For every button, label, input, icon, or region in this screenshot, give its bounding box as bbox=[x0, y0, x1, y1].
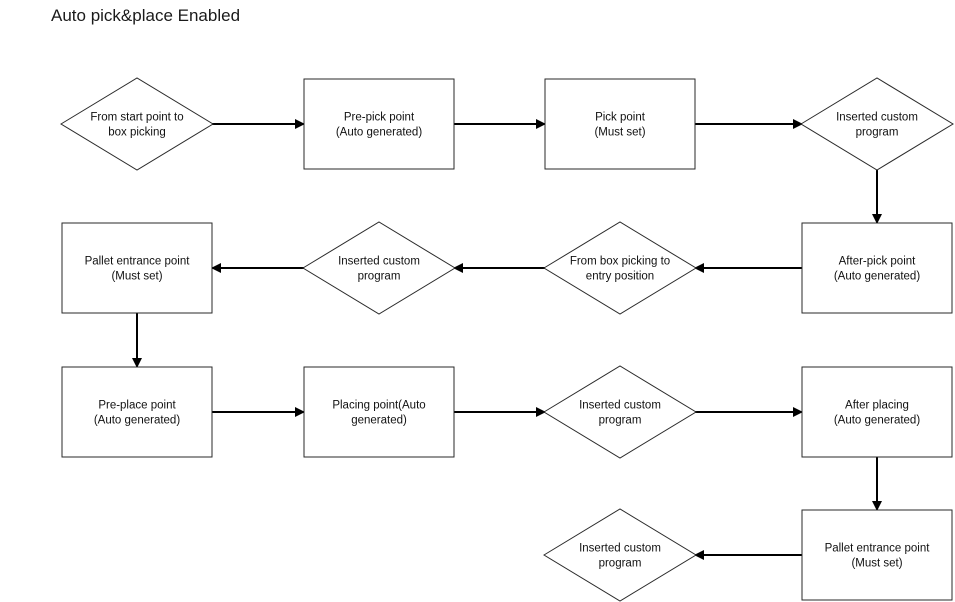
node-label-line: program bbox=[599, 415, 642, 427]
process-box bbox=[61, 222, 213, 314]
flow-node-n6: From box picking to entry position bbox=[543, 221, 697, 315]
node-label-line: After-pick point bbox=[839, 256, 917, 268]
process-box bbox=[303, 78, 455, 170]
flow-node-n9: Pre-place point (Auto generated) bbox=[61, 366, 213, 458]
flow-node-n8: Pallet entrance point (Must set) bbox=[61, 222, 213, 314]
process-box bbox=[801, 509, 953, 601]
flow-node-n13: Pallet entrance point (Must set) bbox=[801, 509, 953, 601]
flow-node-n4: Inserted custom program bbox=[800, 77, 954, 171]
node-label-line: (Must set) bbox=[111, 271, 162, 283]
flow-node-n11: Inserted custom program bbox=[543, 365, 697, 459]
node-label-line: Inserted custom bbox=[579, 400, 661, 412]
decision-diamond bbox=[543, 508, 697, 602]
diagram-title: Auto pick&place Enabled bbox=[51, 6, 241, 25]
node-label-line: generated) bbox=[351, 415, 407, 427]
decision-diamond bbox=[60, 77, 214, 171]
node-label-line: After placing bbox=[845, 400, 909, 412]
decision-diamond bbox=[543, 221, 697, 315]
node-label-line: Pallet entrance point bbox=[85, 256, 191, 268]
node-label-line: (Auto generated) bbox=[94, 415, 180, 427]
decision-diamond bbox=[800, 77, 954, 171]
flow-node-n14: Inserted custom program bbox=[543, 508, 697, 602]
node-label-line: box picking bbox=[108, 127, 166, 139]
node-label-line: From box picking to bbox=[570, 256, 670, 268]
node-label-line: Pre-place point bbox=[98, 400, 176, 412]
node-label-line: (Must set) bbox=[851, 558, 902, 570]
process-box bbox=[801, 366, 953, 458]
node-label-line: (Auto generated) bbox=[834, 271, 920, 283]
process-box bbox=[303, 366, 455, 458]
flow-node-n12: After placing (Auto generated) bbox=[801, 366, 953, 458]
node-label-line: program bbox=[599, 558, 642, 570]
decision-diamond bbox=[302, 221, 456, 315]
process-box bbox=[801, 222, 953, 314]
node-label-line: entry position bbox=[586, 271, 654, 283]
flow-node-n1: From start point to box picking bbox=[60, 77, 214, 171]
node-label-line: Placing point(Auto bbox=[332, 400, 425, 412]
decision-diamond bbox=[543, 365, 697, 459]
node-label-line: Inserted custom bbox=[836, 112, 918, 124]
node-label-line: Pre-pick point bbox=[344, 112, 415, 124]
flow-node-n10: Placing point(Auto generated) bbox=[303, 366, 455, 458]
flow-node-n3: Pick point (Must set) bbox=[544, 78, 696, 170]
node-label-line: From start point to bbox=[90, 112, 183, 124]
flow-node-n2: Pre-pick point (Auto generated) bbox=[303, 78, 455, 170]
node-label-line: Pallet entrance point bbox=[825, 543, 931, 555]
process-box bbox=[61, 366, 213, 458]
node-label-line: (Auto generated) bbox=[834, 415, 920, 427]
edges-layer bbox=[132, 119, 882, 560]
flow-node-n5: After-pick point (Auto generated) bbox=[801, 222, 953, 314]
node-label-line: Inserted custom bbox=[338, 256, 420, 268]
nodes-layer: From start point to box picking Pre-pick p… bbox=[60, 77, 954, 602]
node-label-line: Inserted custom bbox=[579, 543, 661, 555]
node-label-line: (Must set) bbox=[594, 127, 645, 139]
node-label-line: program bbox=[358, 271, 401, 283]
node-label-line: (Auto generated) bbox=[336, 127, 422, 139]
flow-node-n7: Inserted custom program bbox=[302, 221, 456, 315]
node-label-line: program bbox=[856, 127, 899, 139]
process-box bbox=[544, 78, 696, 170]
node-label-line: Pick point bbox=[595, 112, 646, 124]
